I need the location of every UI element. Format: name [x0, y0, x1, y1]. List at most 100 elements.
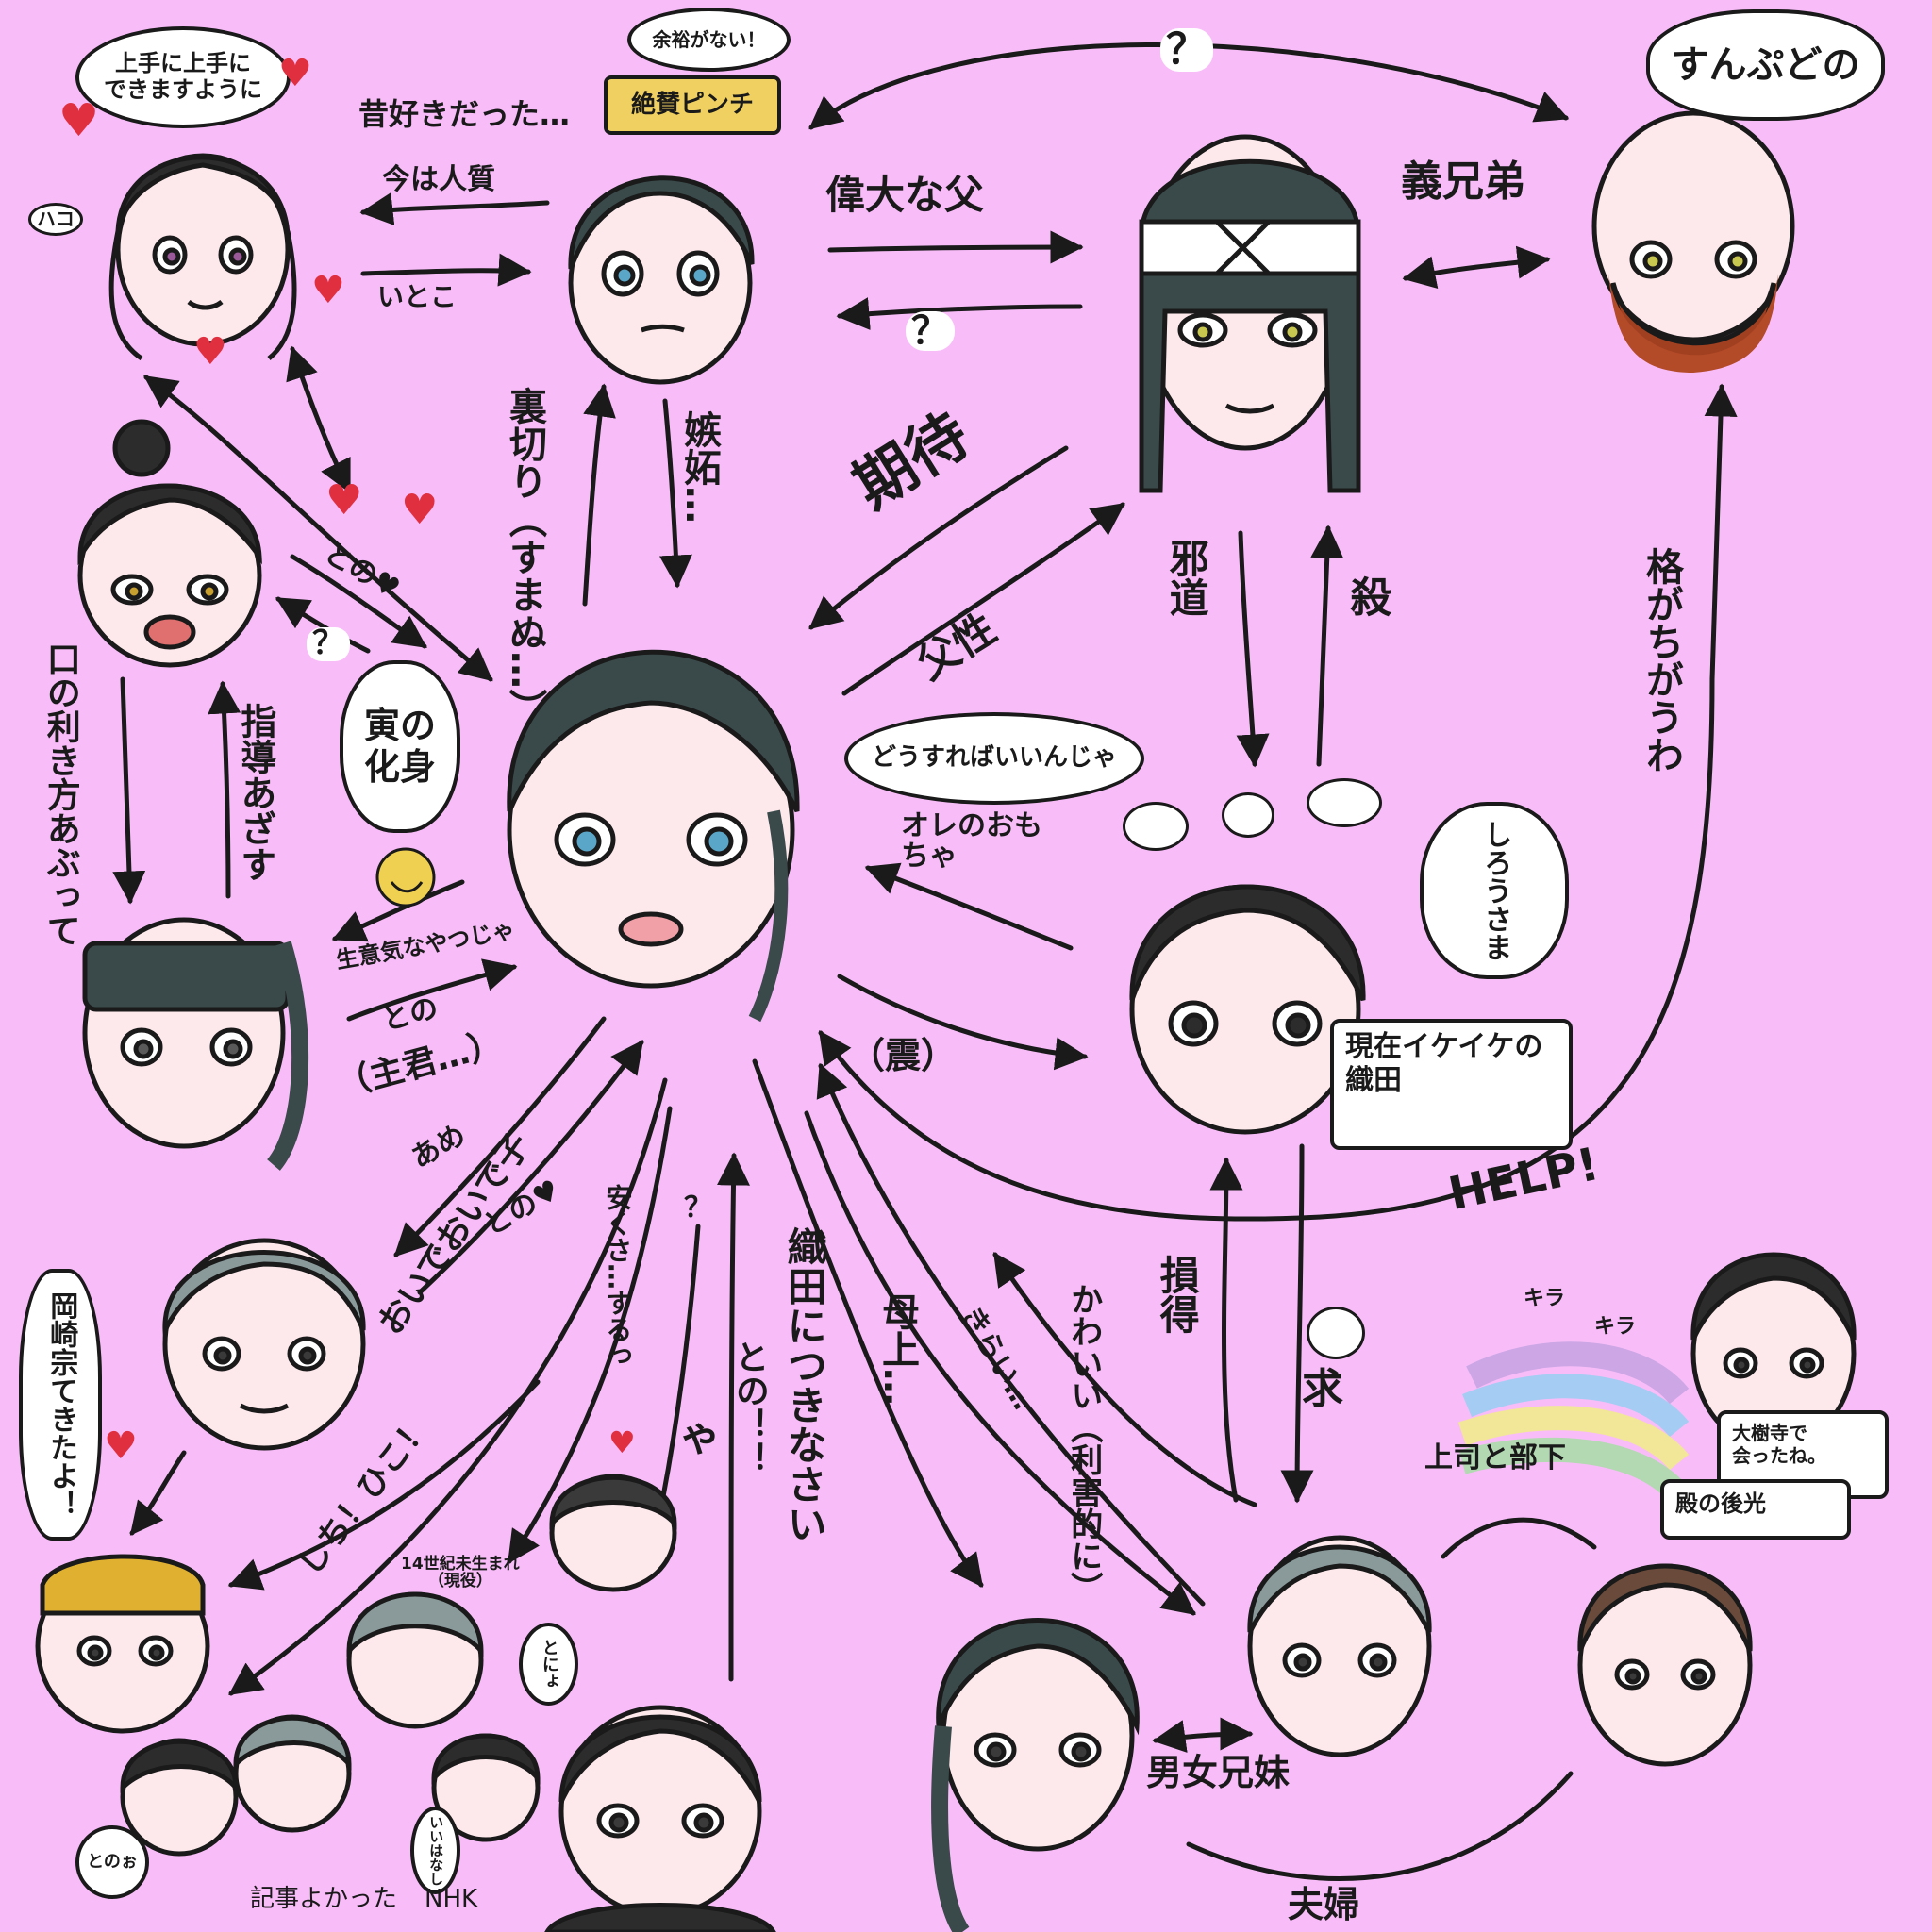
arrow-gikyoudai: [1406, 259, 1547, 278]
heart-icon: ♥: [401, 486, 438, 534]
label-oda-tsuki: 織田につきなさい: [783, 1226, 824, 1543]
label-gikyoudai: 義兄弟: [1401, 160, 1525, 204]
heart-icon: ♥: [608, 1424, 636, 1460]
label-furue: （震）: [849, 1038, 957, 1075]
face-bottom-right-old: [1250, 1538, 1429, 1755]
bubble-top-left-wish: 上手に上手に できますように: [75, 26, 291, 128]
arrow-idai: [830, 247, 1080, 250]
label-sonto: 損得: [1156, 1255, 1197, 1334]
face-group-3: [349, 1594, 481, 1726]
arrow-koroshi: [1319, 528, 1328, 764]
heart-icon: ♥: [193, 330, 227, 374]
face-right-middle: [1132, 887, 1363, 1132]
note-tono-no-sen: 殿の後光: [1660, 1479, 1851, 1540]
arrow-q-back: [840, 307, 1080, 316]
face-left-band: [85, 920, 300, 1165]
heart-icon: ♥: [325, 476, 362, 525]
cloud-2: [1222, 792, 1274, 838]
label-hahaue: 母上…: [877, 1292, 917, 1406]
label-shitto: 嫉妬…: [679, 410, 719, 524]
label-q1: ？: [1160, 28, 1213, 72]
note-current-oda: 現在イケイケの 織田: [1330, 1019, 1573, 1150]
cloud-3: [1307, 778, 1382, 827]
label-joushi: 上司と部下: [1424, 1443, 1566, 1474]
heart-icon: ♥: [58, 94, 99, 147]
label-kawaii: かわいい（利害的に）: [1066, 1283, 1100, 1604]
label-q3: ？: [307, 627, 350, 661]
bubble-shirou: しろうさま: [1420, 802, 1569, 979]
arrow-mukashi: [363, 203, 547, 212]
bubble-tono-small2: とにょ: [519, 1623, 578, 1706]
cloud-rabbit: [1307, 1307, 1365, 1359]
line-joushi: [1443, 1520, 1594, 1557]
label-nanika: ハコ: [28, 203, 83, 236]
face-bottom-left: [38, 1557, 208, 1731]
arrow-motome: [1297, 1146, 1302, 1500]
label-jisaku: 14世紀未生まれ （現役）: [401, 1557, 520, 1591]
heart-icon: ♥: [104, 1424, 138, 1468]
face-group-5: [552, 1476, 675, 1590]
arrow-kawaii: [995, 1255, 1255, 1505]
bubble-tono-small: とのぉ: [75, 1825, 149, 1899]
face-group-2: [236, 1717, 349, 1830]
bubble-okazaki: 岡崎宗てきたよ！: [19, 1269, 102, 1541]
cloud-1: [1123, 802, 1189, 851]
arrow-jadou: [1241, 533, 1255, 764]
label-danjo: 男女兄妹: [1146, 1755, 1290, 1792]
label-nhk: NHK: [425, 1887, 477, 1912]
label-mukashi: 昔好きだった…: [358, 99, 570, 131]
bubble-tora: 寅の 化身: [340, 660, 460, 833]
face-bottom-center: [547, 1707, 774, 1932]
arrow-left-heart-cross: [292, 349, 349, 491]
bubble-ii-hanashi: いいはなし: [410, 1807, 460, 1894]
label-itoko: いとこ: [377, 283, 457, 310]
heart-icon: ♥: [311, 269, 345, 312]
arrow-fusei: [844, 505, 1123, 693]
arrow-itoko: [363, 271, 528, 274]
label-kiji: 記事よかった: [250, 1887, 397, 1912]
label-kira2: キラ: [1594, 1316, 1636, 1338]
label-kaku: 格がちがうわ: [1641, 547, 1681, 774]
label-kuchi: 口の利き方あぶって: [42, 641, 78, 947]
arrow-uragiri: [585, 387, 604, 604]
face-left-bun: [80, 422, 259, 665]
face-far-right: [1594, 113, 1792, 373]
arrow-sonto: [1224, 1160, 1237, 1500]
arrow-shidou: [223, 684, 228, 896]
smiley-icon: [377, 849, 434, 906]
label-idai-na-chichi: 偉大な父: [825, 175, 984, 216]
bubble-sunpu: すんぷどの: [1646, 9, 1885, 121]
label-uragiri: 裏切り（すまぬ…）: [505, 387, 544, 726]
label-motome: 求: [1302, 1368, 1343, 1411]
arrow-okazaki: [132, 1453, 184, 1533]
arrow-kaku-up: [1712, 387, 1722, 679]
label-koroshi: 殺: [1344, 575, 1388, 617]
heart-icon: ♥: [278, 52, 312, 95]
label-ya: ゃ: [679, 1415, 721, 1458]
bubble-what-to-do: どうすればいいんじゃ: [844, 712, 1144, 805]
label-shidou: 指導あざす: [236, 703, 274, 882]
face-top-center: [571, 178, 752, 382]
label-kira1: キラ: [1524, 1288, 1565, 1309]
label-ore-no-omocha: オレのおもちゃ: [901, 811, 1042, 871]
label-tono4: との！！: [731, 1340, 767, 1475]
face-left-old: [165, 1241, 363, 1448]
face-top-left: [111, 156, 294, 358]
bubble-no-room: 余裕がない！: [627, 8, 791, 72]
label-q4: ？: [684, 1193, 712, 1224]
arrow-danjo: [1156, 1734, 1250, 1740]
label-yasuku: 安くさ…するっ: [604, 1184, 631, 1369]
face-bottom-right: [1580, 1566, 1750, 1764]
bubble-zessan: 絶賛ピンチ: [604, 75, 781, 135]
face-center: [509, 652, 797, 1019]
face-top-right: [1141, 137, 1358, 491]
label-q2: ？: [906, 311, 955, 351]
arrow-omocha: [868, 868, 1071, 948]
label-jadou: 邪道: [1165, 538, 1207, 617]
label-ima-hitojichi: 今は人質: [382, 165, 495, 195]
face-bottom-woman: [939, 1621, 1138, 1932]
arrow-shitto: [665, 401, 677, 585]
label-fuufu: 夫婦: [1288, 1887, 1359, 1924]
